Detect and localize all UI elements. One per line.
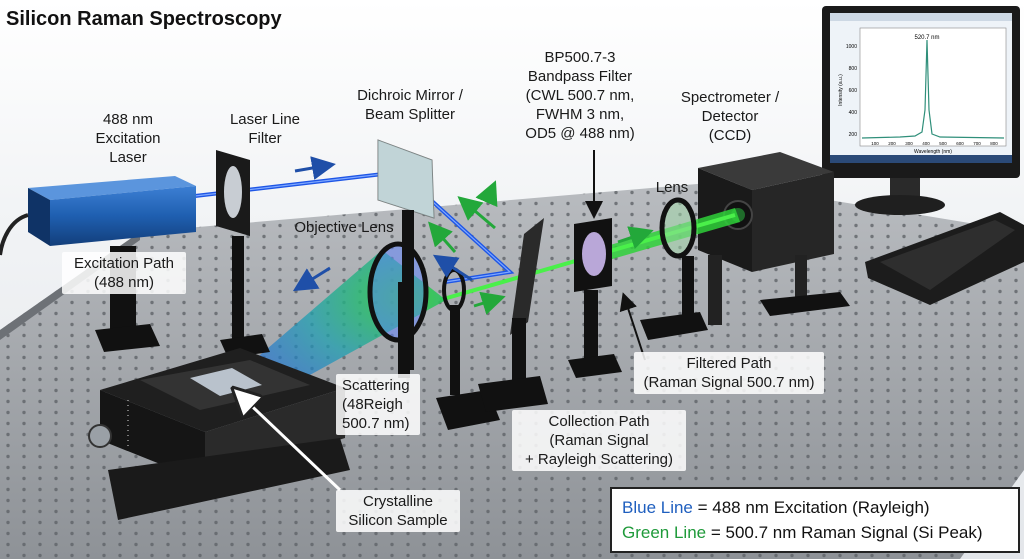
collection-mirror — [478, 218, 548, 412]
monitor-y-tick: 200 — [849, 132, 858, 138]
monitor-y-ticks: 1000 800 600 400 200 — [846, 44, 857, 138]
legend: Blue Line = 488 nm Excitation (Rayleigh)… — [610, 487, 1020, 553]
filtered-path-callout-arrow — [619, 292, 646, 361]
monitor-y-tick: 600 — [849, 88, 858, 94]
excitation-beam — [194, 169, 515, 284]
filtered-path-label: Filtered Path (Raman Signal 500.7 nm) — [634, 352, 824, 394]
monitor-x-tick: 500 — [939, 141, 947, 146]
legend-green-text: = 500.7 nm Raman Signal (Si Peak) — [706, 523, 983, 542]
legend-green-entry: Green Line = 500.7 nm Raman Signal (Si P… — [622, 520, 1008, 545]
legend-blue-entry: Blue Line = 488 nm Excitation (Rayleigh) — [622, 495, 1008, 520]
scattering-label: Scattering (48Reigh 500.7 nm) — [336, 374, 420, 435]
laser-label: 488 nm Excitation Laser — [95, 111, 161, 166]
monitor-x-tick: 100 — [871, 141, 879, 146]
beam-direction-arrows — [292, 156, 654, 315]
bandpass-label: BP500.7-3 Bandpass Filter (CWL 500.7 nm,… — [525, 49, 635, 142]
sample-callout-arrow — [238, 393, 342, 492]
keyboard — [865, 212, 1024, 305]
laser-line-filter — [216, 150, 270, 358]
monitor-y-tick: 1000 — [846, 44, 857, 50]
dichroic-mirror — [377, 139, 435, 370]
monitor-x-tick: 800 — [990, 141, 998, 146]
spectrometer-ccd — [640, 152, 850, 340]
sample-label: Crystalline Silicon Sample — [336, 490, 460, 532]
monitor-x-tick: 700 — [973, 141, 981, 146]
dichroic-label: Dichroic Mirror / Beam Splitter — [357, 87, 463, 123]
monitor-x-tick: 600 — [956, 141, 964, 146]
collection-path-label: Collection Path (Raman Signal + Rayleigh… — [512, 410, 686, 471]
page-title: Silicon Raman Spectroscopy — [6, 8, 282, 30]
monitor-x-tick: 300 — [905, 141, 913, 146]
legend-blue-text: = 488 nm Excitation (Rayleigh) — [692, 498, 930, 517]
monitor-y-tick: 400 — [849, 110, 858, 116]
monitor-y-tick: 800 — [849, 66, 858, 72]
spectrometer-label: Spectrometer / Detector (CCD) — [680, 89, 780, 144]
legend-blue-key: Blue Line — [622, 498, 693, 517]
sample-stage — [88, 348, 350, 520]
monitor-x-label: Wavelength (nm) — [914, 149, 952, 155]
detector-lens — [659, 197, 697, 326]
monitor-x-tick: 200 — [888, 141, 896, 146]
lens-label: Lens — [655, 179, 689, 196]
monitor-x-tick: 400 — [922, 141, 930, 146]
objective-label: Objective Lens — [294, 219, 394, 236]
monitor-peak-label: 520.7 nm — [914, 35, 939, 41]
bandpass-filter — [568, 218, 622, 378]
line-filter-label: Laser Line Filter — [229, 111, 301, 147]
excitation-laser — [0, 176, 196, 352]
legend-green-key: Green Line — [622, 523, 707, 542]
monitor-x-ticks: 100 200 300 400 500 600 700 800 — [871, 141, 998, 146]
computer-monitor — [822, 6, 1020, 215]
monitor-y-label: Intensity (a.u.) — [838, 74, 844, 106]
excitation-path-label: Excitation Path (488 nm) — [62, 252, 186, 294]
